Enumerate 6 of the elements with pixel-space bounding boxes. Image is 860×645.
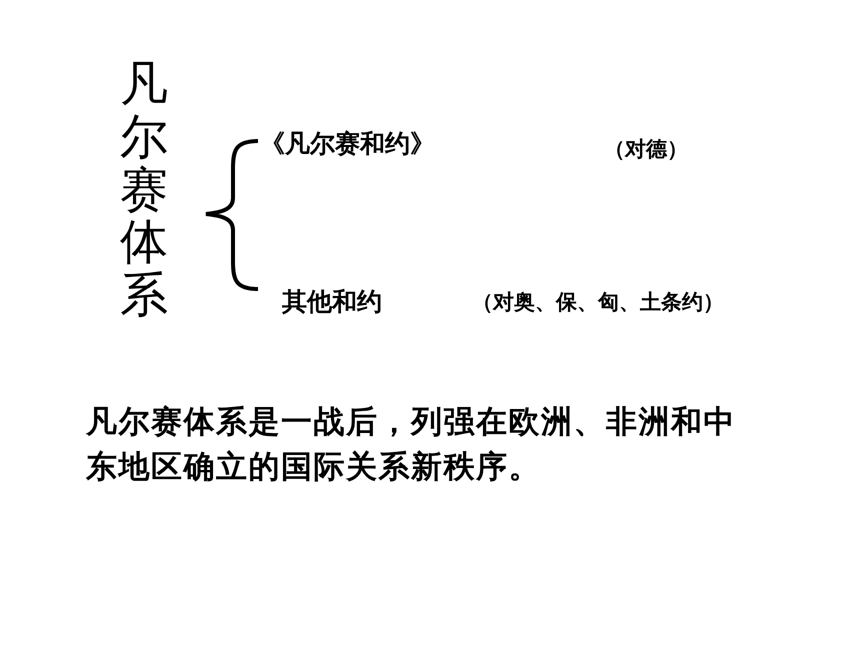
note-label: （对德） (604, 136, 688, 163)
description-text: 凡尔赛体系是一战后，列强在欧洲、非洲和中东地区确立的国际关系新秩序。 (86, 403, 736, 487)
treaty-label: 其他和约 (282, 286, 382, 318)
vertical-title: 凡尔赛体系 (120, 58, 168, 322)
treaty-label: 《凡尔赛和约》 (260, 128, 435, 160)
note-label: （对奥、保、匈、土条约） (472, 289, 724, 316)
